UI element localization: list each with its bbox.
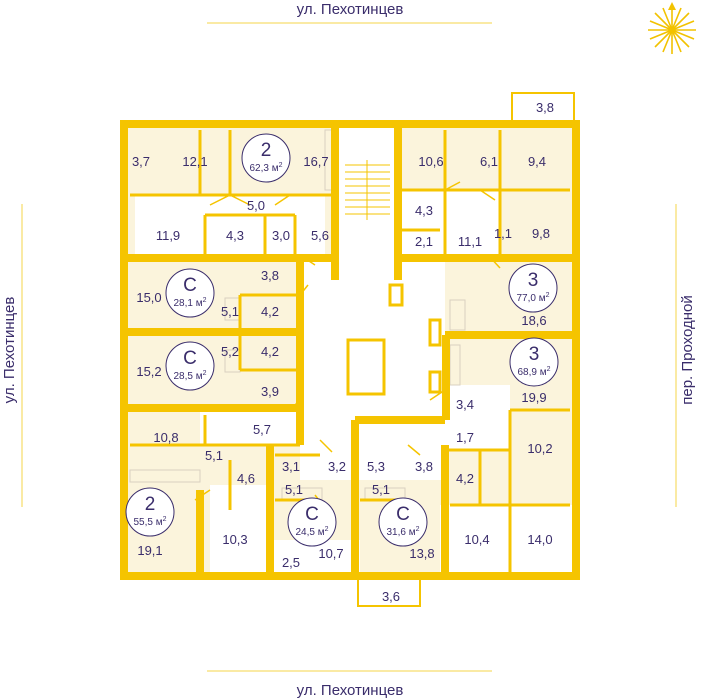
room-area: 13,8: [409, 546, 434, 561]
room-area: 5,3: [367, 459, 385, 474]
unit-rooms: 3: [528, 270, 539, 291]
street-top-label: ул. Пехотинцев: [297, 1, 404, 18]
room-area: 5,2: [221, 344, 239, 359]
room-area: 19,9: [521, 390, 546, 405]
room-area: 3,8: [415, 459, 433, 474]
balconies: [357, 92, 575, 607]
room-area: 5,1: [205, 448, 223, 463]
street-lines: [21, 22, 677, 672]
room-area: 4,2: [261, 344, 279, 359]
partitions: [130, 130, 570, 575]
room-area: 10,7: [318, 546, 343, 561]
room-area: 19,1: [137, 543, 162, 558]
unit-rooms: С: [305, 504, 319, 525]
svg-text:24,5 м2: 24,5 м2: [295, 526, 328, 538]
room-area: 3,9: [261, 384, 279, 399]
room-area: 4,2: [261, 304, 279, 319]
room-area: 3,6: [382, 589, 400, 604]
unit-area: 24,5: [295, 527, 315, 538]
unit-badge: 3 68,9 м2: [509, 337, 559, 387]
room-area: 11,9: [156, 228, 180, 243]
room-area: 10,2: [527, 441, 552, 456]
room-area: 3,7: [132, 154, 150, 169]
unit-badge: 2 62,3 м2: [241, 133, 291, 183]
room-area: 9,4: [528, 154, 546, 169]
room-area: 9,8: [532, 226, 550, 241]
unit-badge: С 28,1 м2: [165, 268, 215, 318]
unit-rooms: 2: [261, 140, 272, 161]
unit-badge: С 24,5 м2: [287, 497, 337, 547]
room-area: 15,2: [136, 364, 161, 379]
unit-badge: 2 55,5 м2: [125, 487, 175, 537]
room-area: 15,0: [136, 290, 161, 305]
unit-rooms: С: [396, 504, 410, 525]
room-area: 6,1: [480, 154, 498, 169]
room-area: 1,7: [456, 430, 474, 445]
unit-rooms: 2: [145, 494, 156, 515]
room-area-labels: 3,8 3,7 12,1 16,7 10,6 6,1 9,4 5,0 4,3 1…: [132, 100, 554, 604]
room-area: 1,1: [494, 226, 512, 241]
staircase: [345, 160, 390, 220]
unit-area: 68,9: [517, 367, 537, 378]
walls: [120, 120, 580, 580]
street-left-label: ул. Пехотинцев: [1, 297, 18, 404]
unit-badges: 2 62,3 м2 С 28,1 м2 С 28,5 м2 2 55,5 м2 …: [125, 133, 559, 547]
unit-rooms: 3: [529, 344, 540, 365]
shafts: [346, 283, 442, 396]
room-area: 14,0: [527, 532, 552, 547]
svg-text:68,9 м2: 68,9 м2: [517, 366, 550, 378]
room-area: 3,8: [536, 100, 554, 115]
unit-rooms: С: [183, 348, 197, 369]
svg-text:55,5 м2: 55,5 м2: [133, 516, 166, 528]
room-area: 5,1: [221, 304, 239, 319]
svg-text:62,3 м2: 62,3 м2: [249, 162, 282, 174]
street-right-label: пер. Проходной: [679, 295, 696, 405]
room-area: 18,6: [521, 313, 546, 328]
room-area: 4,3: [226, 228, 244, 243]
room-area: 3,0: [272, 228, 290, 243]
unit-badge: С 28,5 м2: [165, 341, 215, 391]
unit-area: 55,5: [133, 517, 153, 528]
room-area: 2,5: [282, 555, 300, 570]
room-area: 10,6: [418, 154, 443, 169]
room-area: 4,6: [237, 471, 255, 486]
room-area: 3,1: [282, 459, 300, 474]
svg-text:77,0 м2: 77,0 м2: [516, 292, 549, 304]
room-area: 10,4: [464, 532, 489, 547]
unit-area: 62,3: [249, 163, 269, 174]
room-area: 10,8: [153, 430, 178, 445]
room-area: 11,1: [458, 234, 482, 249]
room-area: 5,6: [311, 228, 329, 243]
unit-area: 28,1: [173, 298, 193, 309]
sun-compass-icon: [648, 2, 696, 54]
svg-text:31,6 м2: 31,6 м2: [386, 526, 419, 538]
room-area: 5,1: [372, 482, 390, 497]
unit-rooms: С: [183, 275, 197, 296]
room-area: 3,2: [328, 459, 346, 474]
room-area: 2,1: [415, 234, 433, 249]
unit-area: 31,6: [386, 527, 406, 538]
door-swings: [194, 181, 501, 509]
room-area: 3,8: [261, 268, 279, 283]
street-bottom-label: ул. Пехотинцев: [297, 682, 404, 699]
room-area: 4,2: [456, 471, 474, 486]
room-area: 10,3: [222, 532, 247, 547]
unit-area: 28,5: [173, 371, 193, 382]
svg-text:28,1 м2: 28,1 м2: [173, 297, 206, 309]
room-area: 3,4: [456, 397, 474, 412]
unit-badge: 3 77,0 м2: [508, 263, 558, 313]
room-area: 5,0: [247, 198, 265, 213]
room-area: 5,1: [285, 482, 303, 497]
unit-badge: С 31,6 м2: [378, 497, 428, 547]
room-area: 16,7: [303, 154, 328, 169]
room-area: 12,1: [182, 154, 207, 169]
unit-area: 77,0: [516, 293, 536, 304]
room-area: 4,3: [415, 203, 433, 218]
svg-text:28,5 м2: 28,5 м2: [173, 370, 206, 382]
room-area: 5,7: [253, 422, 271, 437]
